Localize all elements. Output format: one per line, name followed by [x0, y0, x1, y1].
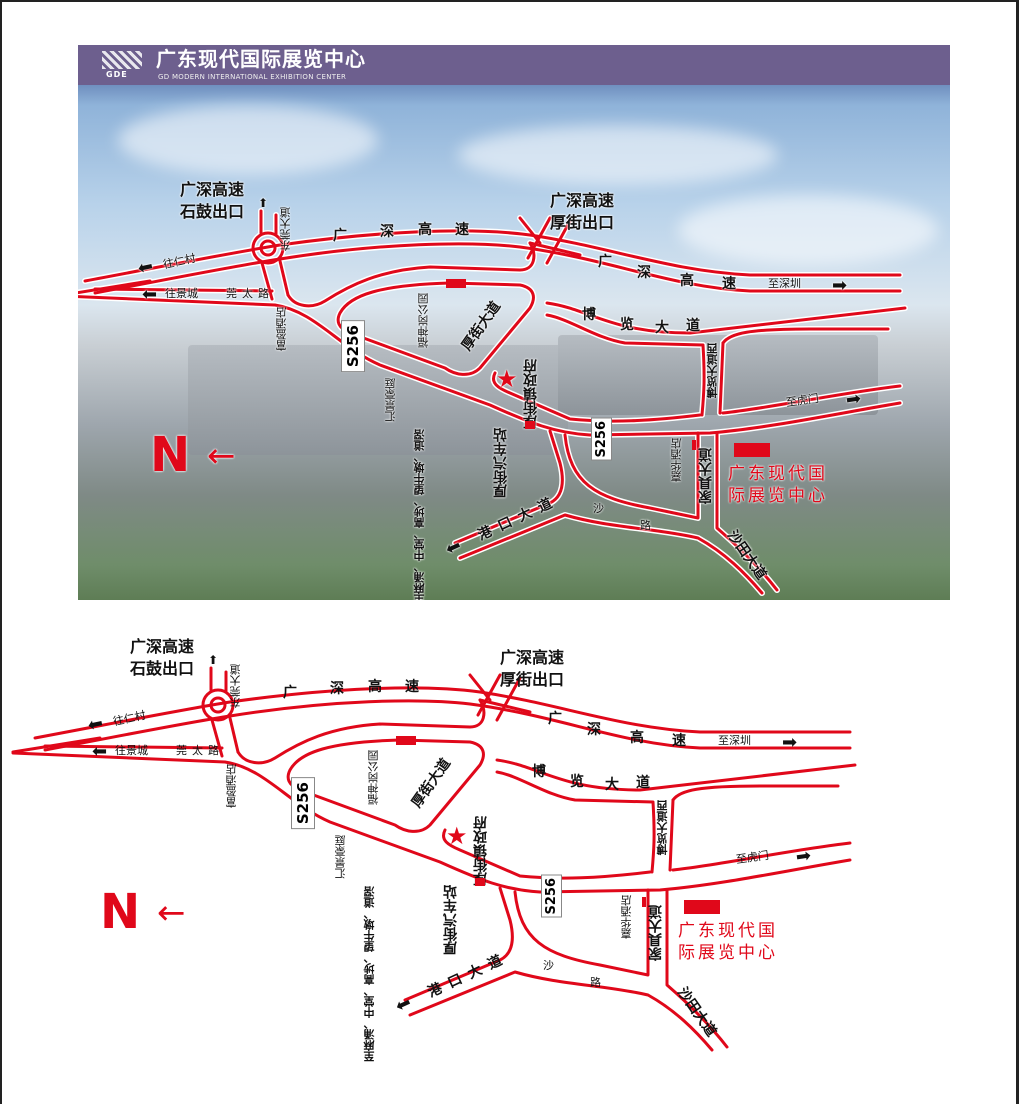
- expressway-label: 高: [630, 730, 644, 746]
- expressway-label: 深: [330, 681, 344, 697]
- shatian-avenue-label: 沙田大道: [673, 984, 720, 1040]
- expressway-label: 广: [333, 228, 347, 244]
- jiahua-hotel-marker: [692, 440, 696, 450]
- to-jingcheng-label: 往景城: [165, 287, 198, 300]
- venue-marker: [684, 900, 720, 914]
- jiahua-hotel-marker: [642, 897, 646, 907]
- to-humen-label: 至虎门: [735, 848, 770, 867]
- exit-shigu-label: 广深高速石鼓出口: [130, 637, 195, 678]
- bolan-avenue-label: 览: [620, 317, 634, 333]
- bolan-avenue-label: 大: [655, 320, 669, 336]
- bus-station-label: 厚街汽车站: [443, 885, 459, 955]
- arrow-right-icon: ➡: [782, 732, 798, 753]
- arrow-right-icon: ➡: [794, 845, 813, 868]
- sha-road-label: 沙: [543, 959, 554, 972]
- arrow-right-icon: ➡: [832, 275, 848, 296]
- star-icon: ★: [496, 365, 518, 393]
- sha-road-label: 沙: [593, 502, 604, 515]
- header-title: 广东现代国际展览中心: [156, 47, 366, 71]
- arrow-left-icon: ⬅: [92, 741, 108, 762]
- gde-logo-icon: [102, 51, 142, 69]
- sha-road-label: 路: [590, 976, 601, 989]
- bus-station-marker: [525, 421, 535, 429]
- jiahua-hotel-label: 嘉华酒店: [620, 895, 633, 939]
- aerial-photo: GDE 广东现代国际展览中心 GD MODERN INTERNATIONAL E…: [78, 45, 950, 600]
- venue-marker: [734, 443, 770, 457]
- bolan-avenue-label: 博: [582, 307, 596, 323]
- expressway-label: 深: [380, 224, 394, 240]
- arrow-left-icon: ⬅: [392, 991, 415, 1018]
- star-icon: ★: [446, 822, 468, 850]
- expressway-label: 速: [722, 276, 736, 292]
- gangkou-avenue-label: 港口大道: [425, 949, 512, 1001]
- bolan-avenue-label: 道: [636, 775, 650, 791]
- arrow-up-icon: ⬆: [258, 196, 269, 210]
- north-arrow-icon: ←: [207, 436, 236, 476]
- venue-label: 广东现代国际展览中心: [678, 921, 778, 964]
- bolan-avenue-west-label: 博览大道西: [656, 800, 669, 855]
- logo-text: GDE: [106, 70, 128, 79]
- expressway-label: 深: [637, 265, 651, 281]
- guantai-road-label: 莞: [226, 287, 237, 300]
- park-marker: [446, 279, 466, 288]
- expressway-label: 速: [672, 733, 686, 749]
- guantai-road-label: 太: [242, 287, 253, 300]
- sha-road-label: 路: [640, 519, 651, 532]
- north-indicator: N: [100, 884, 141, 940]
- park-marker: [396, 736, 416, 745]
- arrow-up-icon: ⬆: [208, 653, 219, 667]
- exit-houjie-label: 广深高速厚街出口: [550, 191, 615, 232]
- expressway-label: 速: [405, 679, 419, 695]
- guantai-road-label: 莞: [176, 744, 187, 757]
- photo-header-bar: GDE 广东现代国际展览中心 GD MODERN INTERNATIONAL E…: [78, 45, 950, 85]
- fushengang-park-label: 福神岗公园: [367, 750, 380, 805]
- expressway-label: 广: [598, 254, 612, 270]
- to-shenzhen-label: 至深圳: [768, 277, 801, 290]
- to-towns-label: 至麻涌、中堂、高埗、望牛墩、道滘: [363, 886, 376, 1062]
- houjie-avenue-label: 厚街大道: [408, 755, 455, 811]
- arrow-left-icon: ⬅: [142, 284, 158, 305]
- jiaju-avenue-label: 家具大道: [648, 905, 664, 961]
- guantai-road-label: 太: [192, 744, 203, 757]
- to-shenzhen-label: 至深圳: [718, 734, 751, 747]
- bolan-avenue-label: 览: [570, 774, 584, 790]
- expressway-label: 深: [587, 722, 601, 738]
- s256-shield: S256: [541, 875, 562, 918]
- photo-label-layer: 广深高速石鼓出口 广深高速厚街出口 广 深 高 速 广 深 高 速 至深圳 至虎…: [78, 45, 950, 600]
- venue-label: 广东现代国际展览中心: [728, 464, 828, 507]
- bolan-avenue-label: 博: [532, 764, 546, 780]
- fuying-hotel-label: 富盈酒店: [225, 764, 238, 808]
- to-renrencun-label: 往仁村: [111, 708, 147, 729]
- to-jingcheng-label: 往景城: [115, 744, 148, 757]
- expressway-label: 广: [548, 711, 562, 727]
- expressway-label: 广: [283, 685, 297, 701]
- expressway-label: 高: [418, 222, 432, 238]
- guantai-road-label: 路: [208, 744, 219, 757]
- guantai-road-label: 路: [258, 287, 269, 300]
- exit-shigu-label: 广深高速石鼓出口: [180, 180, 245, 221]
- expressway-label: 速: [455, 222, 469, 238]
- expressway-label: 高: [368, 679, 382, 695]
- header-subtitle: GD MODERN INTERNATIONAL EXHIBITION CENTE…: [158, 73, 347, 81]
- north-indicator: N: [150, 427, 191, 483]
- dongguan-avenue-label: 东莞大道: [229, 664, 242, 708]
- bus-station-marker: [475, 878, 485, 886]
- bolan-avenue-label: 大: [605, 777, 619, 793]
- s256-shield: S256: [291, 777, 315, 830]
- town-gov-label: 厚街镇政府: [473, 816, 489, 886]
- exit-houjie-label: 广深高速厚街出口: [500, 648, 565, 689]
- arrow-left-icon: ⬅: [85, 712, 106, 737]
- huijing-haoting-label: 汇景豪庭: [334, 835, 347, 879]
- bolan-avenue-label: 道: [686, 318, 700, 334]
- north-arrow-icon: ←: [157, 893, 186, 933]
- expressway-label: 高: [680, 273, 694, 289]
